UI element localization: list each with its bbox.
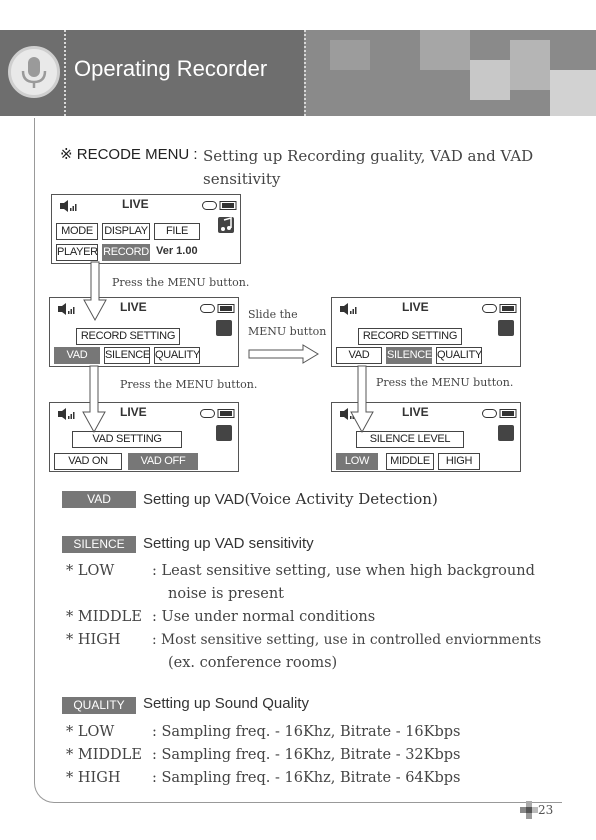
live-label: LIVE bbox=[120, 405, 147, 419]
right-arrow bbox=[248, 344, 319, 364]
quality-low-key: * LOW bbox=[66, 724, 115, 740]
record-settings-icon bbox=[498, 425, 514, 441]
quality-tab[interactable]: QUALITY bbox=[154, 347, 200, 364]
speaker-icon bbox=[58, 303, 75, 315]
vad-off-option[interactable]: VAD OFF bbox=[128, 453, 198, 470]
speaker-icon bbox=[340, 303, 357, 315]
down-arrow bbox=[83, 261, 107, 322]
silence-section-title: Setting up VAD sensitivity bbox=[143, 535, 314, 552]
silence-low-value: : Least sensitive setting, use when high… bbox=[152, 563, 535, 579]
banner-tile bbox=[420, 30, 470, 70]
record-settings-icon bbox=[216, 425, 232, 441]
record-settings-icon bbox=[216, 320, 232, 336]
low-option[interactable]: LOW bbox=[336, 453, 378, 470]
banner-dashed-line bbox=[64, 30, 66, 116]
flow-arrows bbox=[82, 261, 374, 434]
quality-badge: QUALITY bbox=[62, 697, 136, 714]
player-button[interactable]: PLAYER bbox=[56, 244, 98, 261]
recode-menu-heading: ※ RECODE MENU : Setting up Recording gua… bbox=[60, 145, 533, 188]
live-label: LIVE bbox=[122, 197, 149, 211]
page-number: 23 bbox=[538, 803, 554, 817]
page-title: Operating Recorder bbox=[74, 56, 268, 81]
vad-setting-label: VAD SETTING bbox=[72, 431, 182, 448]
record-setting-label: RECORD SETTING bbox=[358, 328, 462, 345]
lcd-screen-silence-level: LIVE SILENCE LEVEL LOW MIDDLE HIGH bbox=[331, 402, 521, 472]
live-label: LIVE bbox=[120, 300, 147, 314]
lcd-screen-vad-setting: LIVE VAD SETTING VAD ON VAD OFF bbox=[49, 402, 239, 472]
vad-tab[interactable]: VAD bbox=[336, 347, 382, 364]
silence-level-label: SILENCE LEVEL bbox=[356, 431, 464, 448]
live-label: LIVE bbox=[402, 300, 429, 314]
silence-high-key: * HIGH bbox=[66, 632, 121, 648]
vad-badge: VAD bbox=[62, 491, 136, 508]
lcd-screen-record-setting-silence: LIVE RECORD SETTING VAD SILENCE QUALITY bbox=[331, 297, 521, 367]
quality-middle-value: : Sampling freq. - 16Khz, Bitrate - 32Kb… bbox=[152, 747, 461, 763]
quality-high-value: : Sampling freq. - 16Khz, Bitrate - 64Kb… bbox=[152, 770, 461, 786]
lcd-screen-record-setting: LIVE RECORD SETTING VAD SILENCE QUALITY bbox=[49, 297, 239, 367]
vad-title-sans: Setting up VAD bbox=[143, 491, 245, 508]
silence-high-value-cont: (ex. conference rooms) bbox=[168, 655, 338, 671]
battery-icon bbox=[200, 409, 235, 418]
content-frame bbox=[34, 118, 562, 803]
music-note-icon bbox=[218, 217, 234, 233]
down-arrow bbox=[350, 365, 374, 434]
speaker-icon bbox=[60, 200, 77, 212]
caption-press-menu: Press the MENU button. bbox=[376, 376, 514, 389]
live-label: LIVE bbox=[402, 405, 429, 419]
battery-icon bbox=[200, 304, 235, 313]
silence-tab[interactable]: SILENCE bbox=[104, 347, 150, 364]
banner-tile bbox=[470, 60, 510, 100]
silence-middle-key: * MIDDLE bbox=[66, 609, 142, 625]
silence-low-value-cont: noise is present bbox=[168, 586, 285, 602]
mode-button[interactable]: MODE bbox=[56, 223, 98, 240]
banner-tile bbox=[510, 40, 550, 90]
lcd-screen-main: LIVE MODE DISPLAY FILE PLAYER RECORD Ver… bbox=[51, 194, 241, 264]
microphone-icon bbox=[8, 46, 60, 98]
silence-low-key: * LOW bbox=[66, 563, 115, 579]
caption-slide-menu: MENU button bbox=[248, 325, 327, 338]
caption-slide: Slide the bbox=[248, 308, 298, 321]
vad-tab[interactable]: VAD bbox=[54, 347, 100, 364]
down-arrow bbox=[82, 365, 106, 434]
quality-high-key: * HIGH bbox=[66, 770, 121, 786]
banner-tile bbox=[550, 70, 596, 116]
battery-icon bbox=[202, 201, 237, 210]
vad-section-title: Setting up VAD(Voice Activity Detection) bbox=[143, 490, 438, 508]
silence-tab[interactable]: SILENCE bbox=[386, 347, 432, 364]
silence-high-value: : Most sensitive setting, use in control… bbox=[152, 632, 542, 648]
version-label: Ver 1.00 bbox=[156, 245, 198, 257]
quality-low-value: : Sampling freq. - 16Khz, Bitrate - 16Kb… bbox=[152, 724, 461, 740]
high-option[interactable]: HIGH bbox=[438, 453, 480, 470]
battery-icon bbox=[482, 304, 517, 313]
file-button[interactable]: FILE bbox=[154, 223, 200, 240]
quality-section-title: Setting up Sound Quality bbox=[143, 695, 309, 712]
silence-badge: SILENCE bbox=[62, 536, 136, 553]
vad-on-option[interactable]: VAD ON bbox=[54, 453, 122, 470]
heading-label: ※ RECODE MENU : bbox=[60, 146, 198, 163]
quality-middle-key: * MIDDLE bbox=[66, 747, 142, 763]
caption-press-menu: Press the MENU button. bbox=[120, 378, 258, 391]
silence-middle-value: : Use under normal conditions bbox=[152, 609, 376, 625]
display-button[interactable]: DISPLAY bbox=[102, 223, 150, 240]
record-setting-label: RECORD SETTING bbox=[76, 328, 180, 345]
caption-press-menu: Press the MENU button. bbox=[112, 276, 250, 289]
quality-tab[interactable]: QUALITY bbox=[436, 347, 482, 364]
page-corner-icon bbox=[520, 801, 538, 819]
header-banner bbox=[0, 30, 596, 116]
middle-option[interactable]: MIDDLE bbox=[386, 453, 434, 470]
battery-icon bbox=[482, 409, 517, 418]
speaker-icon bbox=[58, 408, 75, 420]
vad-title-rest: (Voice Activity Detection) bbox=[244, 490, 438, 508]
banner-dashed-line bbox=[304, 30, 306, 116]
heading-description: Setting up Recording guality, VAD and VA… bbox=[203, 147, 534, 188]
record-settings-icon bbox=[498, 320, 514, 336]
banner-tile bbox=[330, 40, 370, 70]
record-button[interactable]: RECORD bbox=[102, 244, 150, 261]
